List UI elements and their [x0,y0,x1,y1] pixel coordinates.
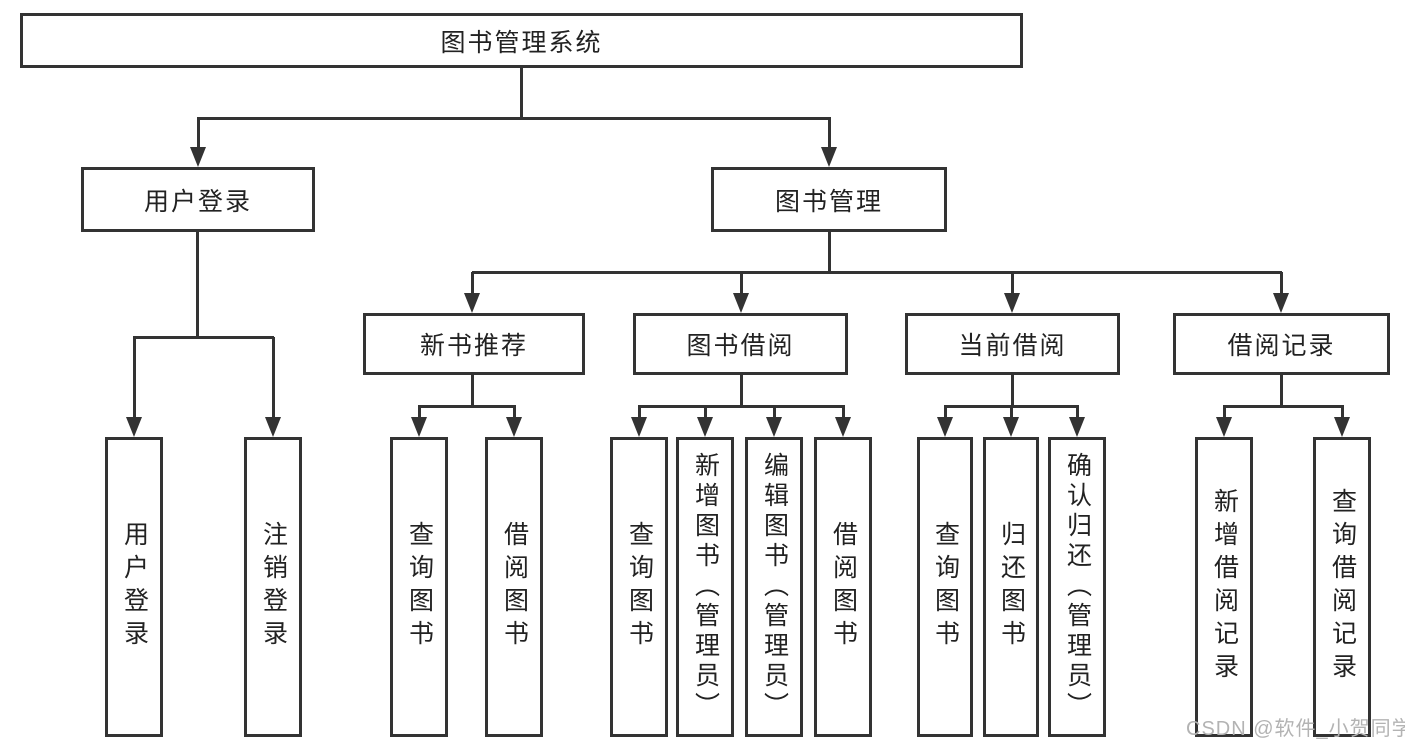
leaf-logout: 注销登录 [244,437,302,737]
leaf-borrow-add-admin: 新增图书（管理员） [676,437,734,737]
arrow-down-icon [766,417,782,437]
leaf-newbooks-borrow: 借阅图书 [485,437,543,737]
arrow-down-icon [190,147,206,167]
node-label: 图书管理系统 [440,28,603,57]
leaf-records-query: 查询借阅记录 [1313,437,1371,737]
node-label: 确认归还（管理员） [1063,452,1092,722]
connector-line [828,118,831,150]
node-label: 用户登录 [120,521,149,653]
node-new-book-recommend: 新书推荐 [363,313,585,375]
connector-line [773,405,776,419]
leaf-current-query: 查询图书 [917,437,973,737]
node-label: 编辑图书（管理员） [760,452,789,722]
connector-line [1223,405,1226,419]
connector-line [471,272,474,295]
connector-line [513,405,516,419]
connector-line [133,337,136,419]
node-label: 查询图书 [405,521,434,653]
leaf-records-add: 新增借阅记录 [1195,437,1253,737]
node-label: 新书推荐 [419,332,528,360]
connector-line [196,232,199,339]
connector-line [1010,405,1013,419]
leaf-user-login: 用户登录 [105,437,163,737]
arrow-down-icon [835,417,851,437]
leaf-borrow-borrow: 借阅图书 [814,437,872,737]
node-label: 新增图书（管理员） [691,452,720,722]
leaf-current-return: 归还图书 [983,437,1039,737]
node-label: 图书借阅 [686,332,795,360]
arrow-down-icon [821,147,837,167]
node-label: 查询借阅记录 [1328,488,1357,686]
arrow-down-icon [411,417,427,437]
connector-line [197,117,831,120]
connector-line [1280,272,1283,295]
connector-line [272,337,275,419]
node-library-system: 图书管理系统 [20,13,1023,68]
node-label: 查询图书 [625,521,654,653]
connector-line [472,271,1282,274]
connector-line [828,232,831,273]
arrow-down-icon [464,293,480,313]
node-book-management: 图书管理 [711,167,947,232]
arrow-down-icon [697,417,713,437]
node-book-borrowing: 图书借阅 [633,313,848,375]
node-label: 借阅图书 [500,521,529,653]
connector-line [197,118,200,150]
arrow-down-icon [937,417,953,437]
arrow-down-icon [1069,417,1085,437]
leaf-borrow-edit-admin: 编辑图书（管理员） [745,437,803,737]
node-label: 归还图书 [997,521,1026,653]
node-label: 注销登录 [259,521,288,653]
leaf-current-confirm-admin: 确认归还（管理员） [1048,437,1106,737]
node-user-login: 用户登录 [81,167,315,232]
node-label: 借阅记录 [1227,332,1336,360]
connector-line [419,405,514,408]
node-borrow-records: 借阅记录 [1173,313,1390,375]
arrow-down-icon [1334,417,1350,437]
node-label: 借阅图书 [829,521,858,653]
connector-line [418,405,421,419]
arrow-down-icon [1004,293,1020,313]
arrow-down-icon [1273,293,1289,313]
connector-line [704,405,707,419]
connector-line [1011,375,1014,408]
node-label: 用户登录 [143,187,252,216]
connector-line [842,405,845,419]
connector-line [1224,405,1342,408]
node-current-borrowing: 当前借阅 [905,313,1120,375]
arrow-down-icon [631,417,647,437]
node-label: 当前借阅 [958,332,1067,360]
connector-line [1341,405,1344,419]
leaf-borrow-query: 查询图书 [610,437,668,737]
arrow-down-icon [126,417,142,437]
leaf-newbooks-query: 查询图书 [390,437,448,737]
connector-line [639,405,843,408]
connector-line [133,336,274,339]
connector-line [1280,375,1283,408]
arrow-down-icon [1003,417,1019,437]
connector-line [1011,272,1014,295]
connector-line [638,405,641,419]
arrow-down-icon [506,417,522,437]
connector-line [520,68,523,120]
csdn-watermark: CSDN @软件_小贺同学 [1186,718,1405,740]
node-label: 图书管理 [774,187,883,216]
arrow-down-icon [265,417,281,437]
connector-line [740,272,743,295]
arrow-down-icon [1216,417,1232,437]
connector-line [471,375,474,408]
node-label: 新增借阅记录 [1210,488,1239,686]
connector-line [1076,405,1079,419]
connector-line [944,405,947,419]
connector-line [740,375,743,408]
arrow-down-icon [733,293,749,313]
node-label: 查询图书 [931,521,960,653]
